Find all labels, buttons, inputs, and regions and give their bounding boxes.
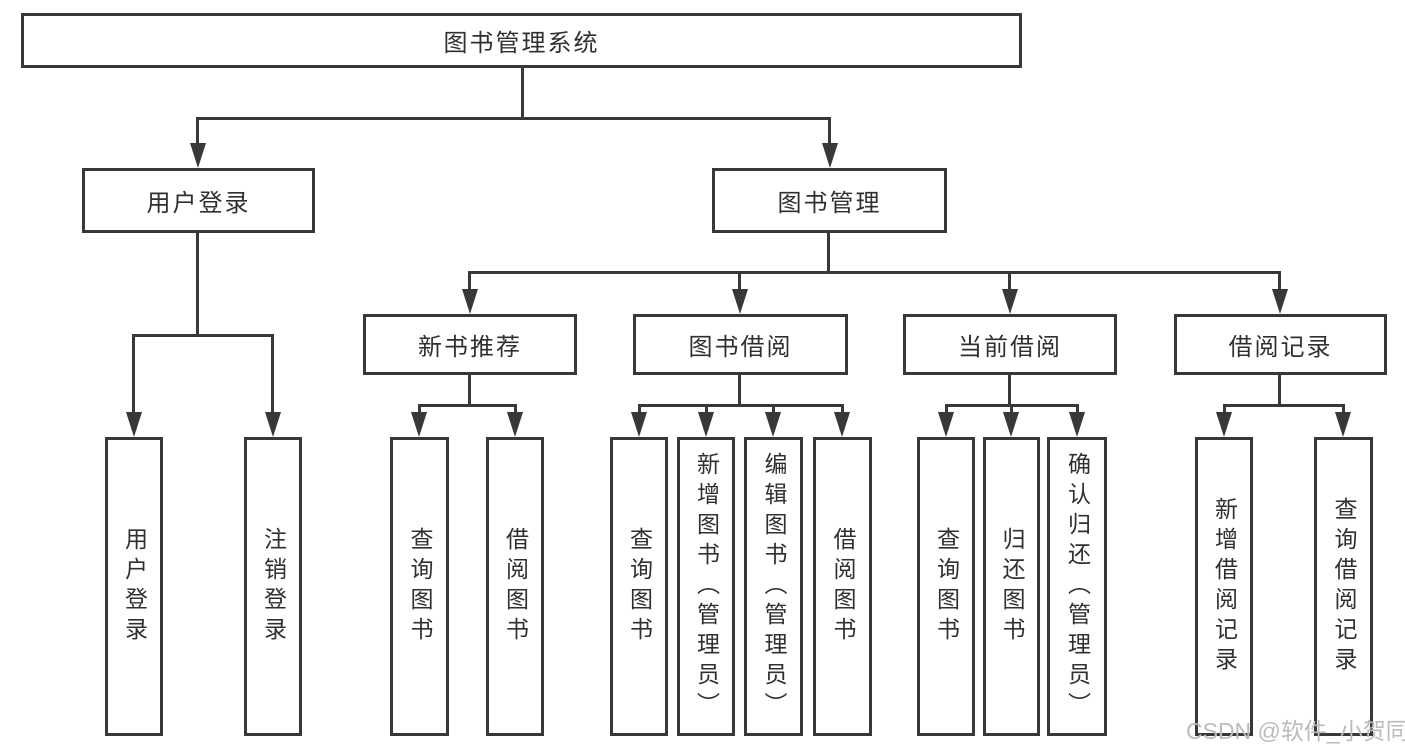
connector-vline [828,117,831,147]
connector-vline [738,375,741,406]
node-query-books-borrowing: 查询图书 [610,437,668,736]
arrow-down-icon [822,143,838,168]
connector-vline [1076,404,1079,416]
node-book-borrowing: 图书借阅 [633,314,848,375]
connector-vline [521,68,524,120]
arrow-down-icon [834,412,850,437]
node-book-management: 图书管理 [712,168,947,233]
connector-vline [772,404,775,416]
connector-vline [196,233,199,336]
connector-vline [468,375,471,406]
node-borrow-books-recommend: 借阅图书 [486,437,544,736]
arrow-down-icon [732,289,748,314]
arrow-down-icon [938,412,954,437]
connector-vline [418,404,421,416]
connector-hline [132,334,274,337]
connector-vline [1223,404,1226,416]
connector-vline [196,117,199,147]
connector-hline [1223,404,1345,407]
arrow-down-icon [765,412,781,437]
node-current-borrowing: 当前借阅 [903,314,1117,375]
node-query-books-current: 查询图书 [917,437,975,736]
arrow-down-icon [1272,289,1288,314]
connector-vline [945,404,948,416]
arrow-down-icon [1216,412,1232,437]
connector-vline [1342,404,1345,416]
connector-hline [638,404,844,407]
connector-vline [638,404,641,416]
node-confirm-return-admin: 确认归还（管理员） [1047,437,1107,736]
node-user-login-leaf: 用户登录 [105,437,163,736]
connector-vline [1008,271,1011,293]
arrow-down-icon [1002,289,1018,314]
connector-hline [468,271,1281,274]
node-borrowing-records: 借阅记录 [1174,314,1387,375]
arrow-down-icon [462,289,478,314]
node-logout: 注销登录 [244,437,302,736]
connector-vline [271,334,274,416]
node-new-book-recommendation: 新书推荐 [363,314,577,375]
arrow-down-icon [507,412,523,437]
node-borrow-books: 借阅图书 [813,437,872,736]
connector-vline [841,404,844,416]
node-query-books-recommend: 查询图书 [390,437,449,736]
connector-vline [468,271,471,293]
node-add-book-admin: 新增图书（管理员） [677,437,735,736]
connector-vline [705,404,708,416]
arrow-down-icon [190,143,206,168]
arrow-down-icon [126,412,142,437]
connector-vline [1278,271,1281,293]
connector-vline [1008,375,1011,406]
node-user-login: 用户登录 [82,168,315,233]
connector-vline [132,334,135,416]
arrow-down-icon [698,412,714,437]
connector-hline [418,404,517,407]
connector-vline [514,404,517,416]
arrow-down-icon [265,412,281,437]
connector-hline [196,117,831,120]
arrow-down-icon [1335,412,1351,437]
arrow-down-icon [631,412,647,437]
node-query-borrow-record: 查询借阅记录 [1314,437,1373,736]
node-edit-book-admin: 编辑图书（管理员） [744,437,803,736]
connector-vline [827,233,830,274]
arrow-down-icon [411,412,427,437]
arrow-down-icon [1069,412,1085,437]
node-library-management-system: 图书管理系统 [21,13,1022,68]
connector-vline [738,271,741,293]
node-return-books: 归还图书 [983,437,1040,736]
connector-vline [1010,404,1013,416]
arrow-down-icon [1003,412,1019,437]
node-add-borrow-record: 新增借阅记录 [1195,437,1253,736]
csdn-watermark: CSDN @软件_小贺同学 [1186,718,1405,744]
connector-vline [1278,375,1281,406]
